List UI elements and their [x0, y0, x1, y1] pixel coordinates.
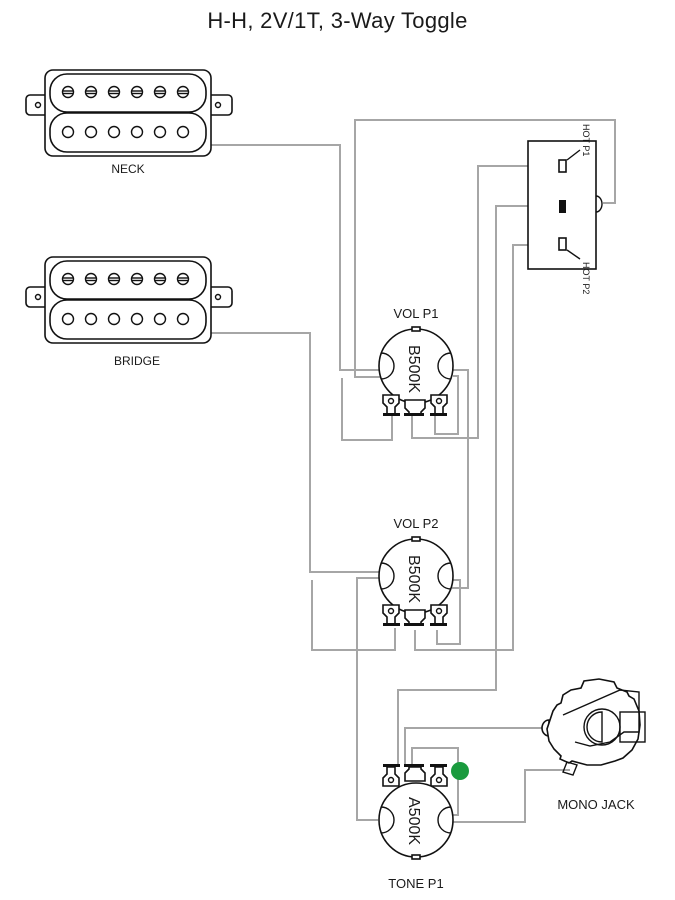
- switch-terminal-common: [559, 200, 566, 213]
- wire-switch-out-loop: [354, 119, 616, 378]
- vol-p2-pot: VOL P2 B500K: [378, 516, 454, 626]
- wire-neck-to-vol1: [210, 144, 380, 371]
- switch-terminal-p2: [558, 237, 567, 251]
- wire-vol1-lug3: [434, 375, 459, 435]
- wire-vol1-ground: [341, 378, 393, 441]
- wire-switch-common: [397, 205, 560, 765]
- vol-p2-value: B500K: [405, 555, 422, 603]
- wire-vol2-ground-loop: [311, 580, 396, 651]
- neck-pickup: NECK: [25, 69, 233, 176]
- neck-label: NECK: [111, 162, 144, 176]
- bridge-pickup: BRIDGE: [25, 256, 233, 368]
- wire-vol2-ground: [356, 577, 380, 821]
- wire-vol2-lug3: [436, 579, 461, 645]
- mono-jack: MONO JACK: [541, 678, 646, 812]
- vol-p2-label: VOL P2: [393, 516, 438, 531]
- wire-tone-to-jack-sleeve: [450, 769, 570, 823]
- toggle-switch: HOT P1 HOT P2: [527, 124, 603, 294]
- bridge-label: BRIDGE: [114, 354, 160, 368]
- vol-p2-lugs: [382, 604, 448, 626]
- switch-hot-p1-label: HOT P1: [581, 124, 591, 156]
- capacitor: [451, 762, 469, 780]
- wire-tone-to-jack-tip: [404, 727, 543, 765]
- diagram-title: H-H, 2V/1T, 3-Way Toggle: [207, 8, 468, 33]
- wire-switch-p1: [411, 165, 560, 439]
- vol-p1-lugs: [382, 394, 448, 416]
- mono-jack-label: MONO JACK: [557, 797, 635, 812]
- vol-p1-label: VOL P1: [393, 306, 438, 321]
- neck-pole-pieces: [61, 85, 190, 139]
- switch-terminal-p1: [558, 159, 567, 173]
- vol-p1-pot: VOL P1 B500K: [378, 306, 454, 416]
- wire-tone-cap-loop: [411, 747, 459, 816]
- wire-bridge-to-vol2: [210, 332, 380, 573]
- switch-output-lug: [595, 195, 603, 213]
- tone-p1-value: A500K: [405, 797, 422, 845]
- wire-vol1-wiper: [452, 369, 469, 589]
- switch-hot-p2-label: HOT P2: [581, 262, 591, 294]
- tone-p1-label: TONE P1: [388, 876, 443, 891]
- tone-p1-lugs: [382, 764, 448, 787]
- vol-p1-value: B500K: [405, 345, 422, 393]
- tone-p1-pot: A500K TONE P1: [378, 764, 454, 891]
- bridge-pole-pieces: [61, 272, 190, 326]
